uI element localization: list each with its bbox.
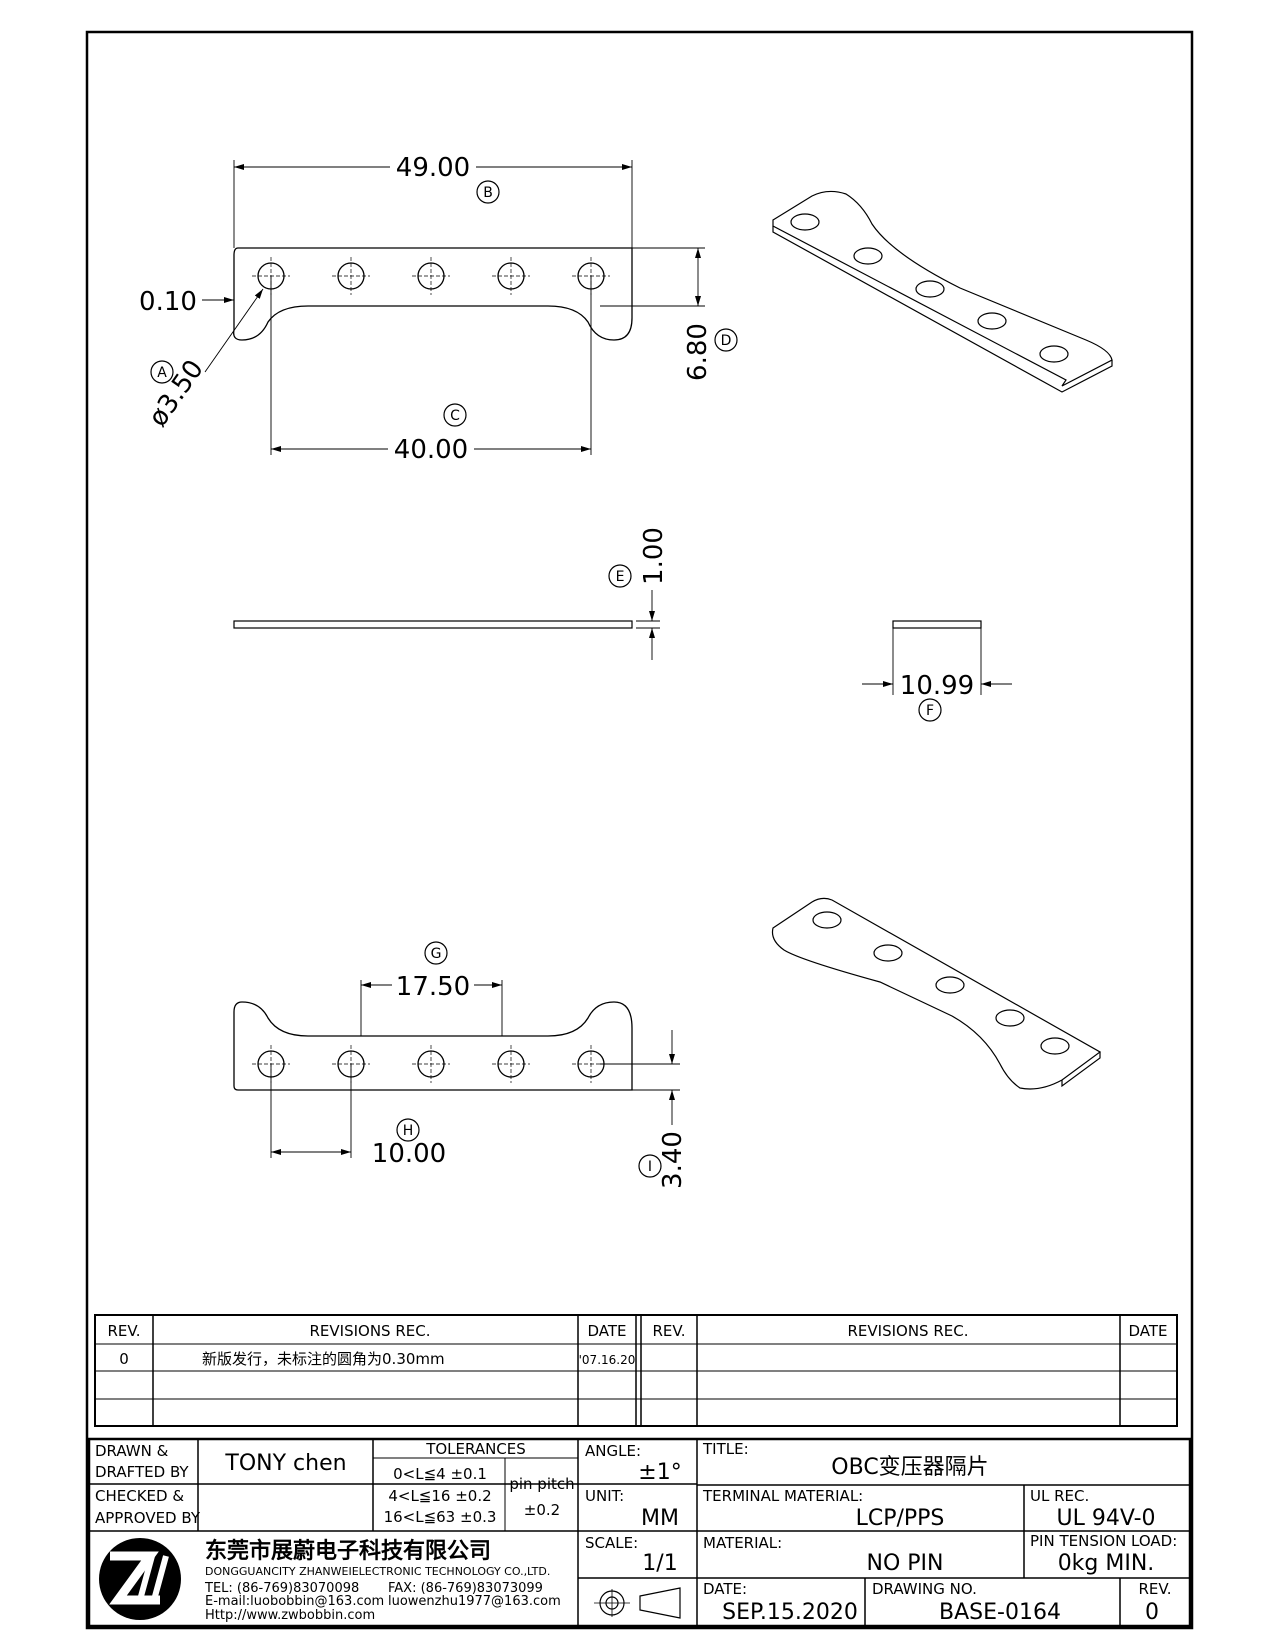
checked-label-2: APPROVED BY bbox=[95, 1509, 201, 1527]
angle-value: ±1° bbox=[638, 1460, 681, 1485]
dim-b-tag: B bbox=[483, 185, 493, 201]
unit-label: UNIT: bbox=[585, 1487, 624, 1505]
drawn-label-1: DRAWN & bbox=[95, 1442, 169, 1460]
dim-h-tag: H bbox=[403, 1123, 414, 1139]
ul-rec-label: UL REC. bbox=[1030, 1487, 1089, 1505]
dim-e-value: 1.00 bbox=[639, 527, 669, 585]
company-email-2: luowenzhu1977@163.com bbox=[388, 1594, 561, 1609]
tolerances-label: TOLERANCES bbox=[425, 1440, 526, 1458]
iso-view-bottom bbox=[771, 897, 1102, 1090]
revision-row-rev: 0 bbox=[119, 1350, 129, 1368]
dim-c-value: 40.00 bbox=[394, 435, 468, 465]
rev-value: 0 bbox=[1145, 1600, 1159, 1625]
company-email: E-mail:luobobbin@163.com bbox=[205, 1594, 384, 1609]
dim-d-value: 6.80 bbox=[683, 323, 713, 381]
material-label: MATERIAL: bbox=[703, 1534, 782, 1552]
holes-row bbox=[252, 257, 610, 295]
revision-row-description: 新版发行，未标注的圆角为0.30mm bbox=[202, 1350, 445, 1368]
company-website: Http://www.zwbobbin.com bbox=[205, 1608, 375, 1623]
dim-h-value: 10.00 bbox=[372, 1139, 446, 1169]
tolerance-row-1: 0<L≦4 ±0.1 bbox=[393, 1465, 487, 1483]
drawn-by-value: TONY chen bbox=[224, 1451, 346, 1476]
drawing-no-label: DRAWING NO. bbox=[872, 1580, 977, 1598]
scale-value: 1/1 bbox=[642, 1551, 677, 1576]
dim-f-tag: F bbox=[926, 703, 934, 719]
material-value: NO PIN bbox=[867, 1551, 944, 1576]
title-label: TITLE: bbox=[702, 1440, 749, 1458]
top-view bbox=[202, 160, 705, 455]
date-header-left: DATE bbox=[587, 1322, 626, 1340]
iso-view-top bbox=[772, 190, 1113, 393]
dim-d-tag: D bbox=[721, 333, 732, 349]
date-label: DATE: bbox=[703, 1580, 747, 1598]
date-value: SEP.15.2020 bbox=[722, 1600, 858, 1625]
revision-row-date: '07.16.20 bbox=[579, 1353, 636, 1367]
side-view bbox=[233, 590, 660, 660]
drawn-label-2: DRAFTED BY bbox=[95, 1463, 189, 1481]
pin-pitch-label: pin pitch bbox=[509, 1475, 574, 1493]
dim-a-tag: A bbox=[157, 365, 167, 381]
pin-pitch-value: ±0.2 bbox=[524, 1501, 560, 1519]
pin-tension-value: 0kg MIN. bbox=[1058, 1551, 1155, 1576]
revisions-table bbox=[94, 1314, 1178, 1427]
company-name-cn: 东莞市展蔚电子科技有限公司 bbox=[205, 1538, 491, 1564]
checked-label-1: CHECKED & bbox=[95, 1487, 184, 1505]
rev-header-right: REV. bbox=[653, 1322, 686, 1340]
dim-g-value: 17.50 bbox=[396, 972, 470, 1002]
dim-i-tag: I bbox=[648, 1159, 652, 1175]
dim-f-value: 10.99 bbox=[900, 671, 974, 701]
unit-value: MM bbox=[641, 1506, 679, 1531]
dim-e-tag: E bbox=[616, 569, 625, 585]
terminal-material-value: LCP/PPS bbox=[856, 1506, 945, 1531]
sheet-border bbox=[85, 30, 1194, 1630]
bottom-view bbox=[233, 980, 680, 1158]
rev-header-left: REV. bbox=[108, 1322, 141, 1340]
dim-b-value: 49.00 bbox=[396, 153, 470, 183]
date-header-right: DATE bbox=[1128, 1322, 1167, 1340]
company-tel: TEL: (86-769)83070098 bbox=[204, 1581, 359, 1596]
dim-i-value: 3.40 bbox=[658, 1131, 688, 1189]
title-block bbox=[87, 1437, 1192, 1628]
dim-gap-value: 0.10 bbox=[139, 287, 197, 317]
projection-symbol-icon bbox=[594, 1587, 681, 1619]
pin-tension-label: PIN TENSION LOAD: bbox=[1030, 1532, 1177, 1550]
title-value: OBC变压器隔片 bbox=[831, 1455, 988, 1480]
scale-label: SCALE: bbox=[585, 1534, 638, 1552]
angle-label: ANGLE: bbox=[585, 1442, 641, 1460]
revisions-header-left: REVISIONS REC. bbox=[310, 1322, 431, 1340]
top-view-labels: 49.00 B 40.00 C 6.80 D 0.10 ø3.50 A bbox=[139, 153, 738, 465]
company-name-en: DONGGUANCITY ZHANWEIELECTRONIC TECHNOLOG… bbox=[205, 1565, 550, 1578]
rev-label: REV. bbox=[1139, 1580, 1172, 1598]
drawing-no-value: BASE-0164 bbox=[939, 1600, 1061, 1625]
company-logo bbox=[99, 1538, 181, 1620]
dim-c-tag: C bbox=[450, 408, 460, 424]
revisions-header-right: REVISIONS REC. bbox=[848, 1322, 969, 1340]
spacer-outline bbox=[233, 247, 633, 341]
company-fax: FAX: (86-769)83073099 bbox=[388, 1581, 543, 1596]
dim-g-tag: G bbox=[431, 946, 442, 962]
ul-rec-value: UL 94V-0 bbox=[1056, 1506, 1155, 1531]
terminal-material-label: TERMINAL MATERIAL: bbox=[702, 1487, 863, 1505]
end-view bbox=[862, 620, 1012, 695]
tolerance-row-2: 4<L≦16 ±0.2 bbox=[388, 1487, 491, 1505]
tolerance-row-3: 16<L≦63 ±0.3 bbox=[384, 1508, 497, 1526]
